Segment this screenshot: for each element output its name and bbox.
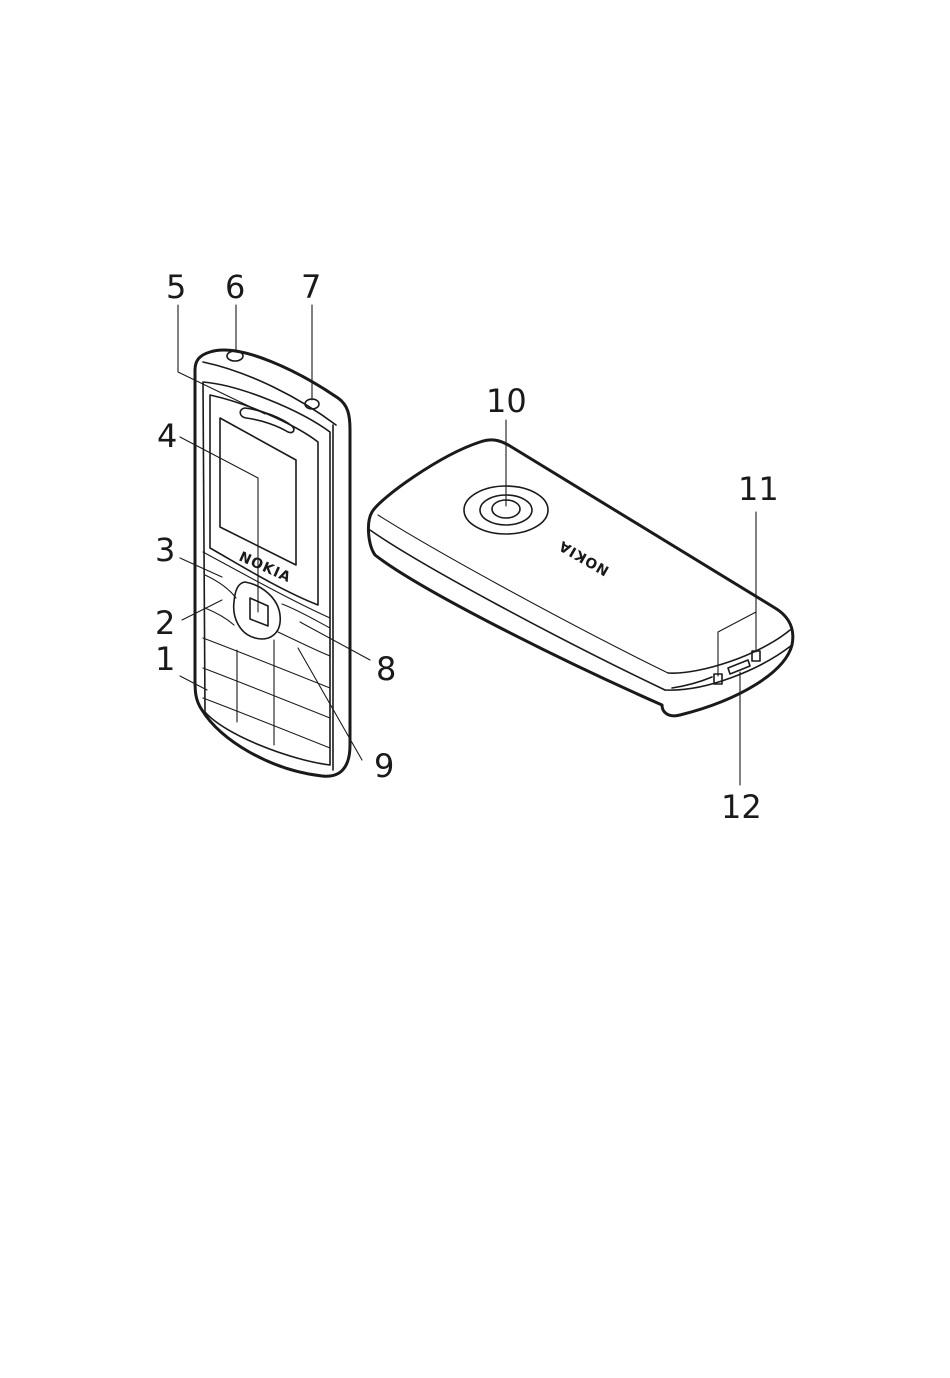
front-phone: NOKIA bbox=[195, 350, 350, 776]
leader-line-4 bbox=[180, 437, 258, 612]
earpiece bbox=[240, 408, 294, 433]
callout-9: 9 bbox=[374, 747, 394, 785]
callout-8: 8 bbox=[376, 650, 396, 688]
leader-line-8 bbox=[300, 622, 370, 660]
back-phone-end-cap bbox=[668, 630, 790, 673]
end-key bbox=[278, 632, 330, 656]
callout-1: 1 bbox=[155, 640, 175, 678]
key-row-line bbox=[203, 698, 330, 748]
navigation-key-center bbox=[250, 598, 268, 626]
leader-line-2 bbox=[182, 600, 222, 620]
headset-jack bbox=[227, 351, 243, 361]
back-phone-side-band-inner bbox=[378, 515, 668, 673]
left-soft-key bbox=[205, 575, 236, 598]
right-soft-key bbox=[282, 604, 330, 628]
callout-2: 2 bbox=[155, 604, 175, 642]
back-brand-logo: NOKIA bbox=[556, 537, 612, 579]
callout-5: 5 bbox=[166, 268, 186, 306]
navigation-key-ring bbox=[234, 582, 281, 639]
call-key bbox=[205, 608, 234, 625]
callout-7: 7 bbox=[301, 268, 321, 306]
callout-3: 3 bbox=[155, 531, 175, 569]
callout-numbers: 1 2 3 4 5 6 7 8 9 10 11 12 bbox=[155, 268, 779, 826]
callout-4: 4 bbox=[157, 417, 177, 455]
back-phone-side-band bbox=[370, 530, 665, 690]
callout-12: 12 bbox=[721, 788, 762, 826]
leader-line-3 bbox=[180, 558, 222, 577]
key-row-line bbox=[203, 668, 330, 718]
back-phone: NOKIA bbox=[368, 440, 792, 716]
bottom-opening bbox=[672, 677, 712, 688]
key-row-line bbox=[203, 638, 330, 688]
callout-11: 11 bbox=[738, 470, 779, 508]
callout-6: 6 bbox=[225, 268, 245, 306]
callout-10: 10 bbox=[486, 382, 527, 420]
back-phone-body bbox=[368, 440, 792, 716]
